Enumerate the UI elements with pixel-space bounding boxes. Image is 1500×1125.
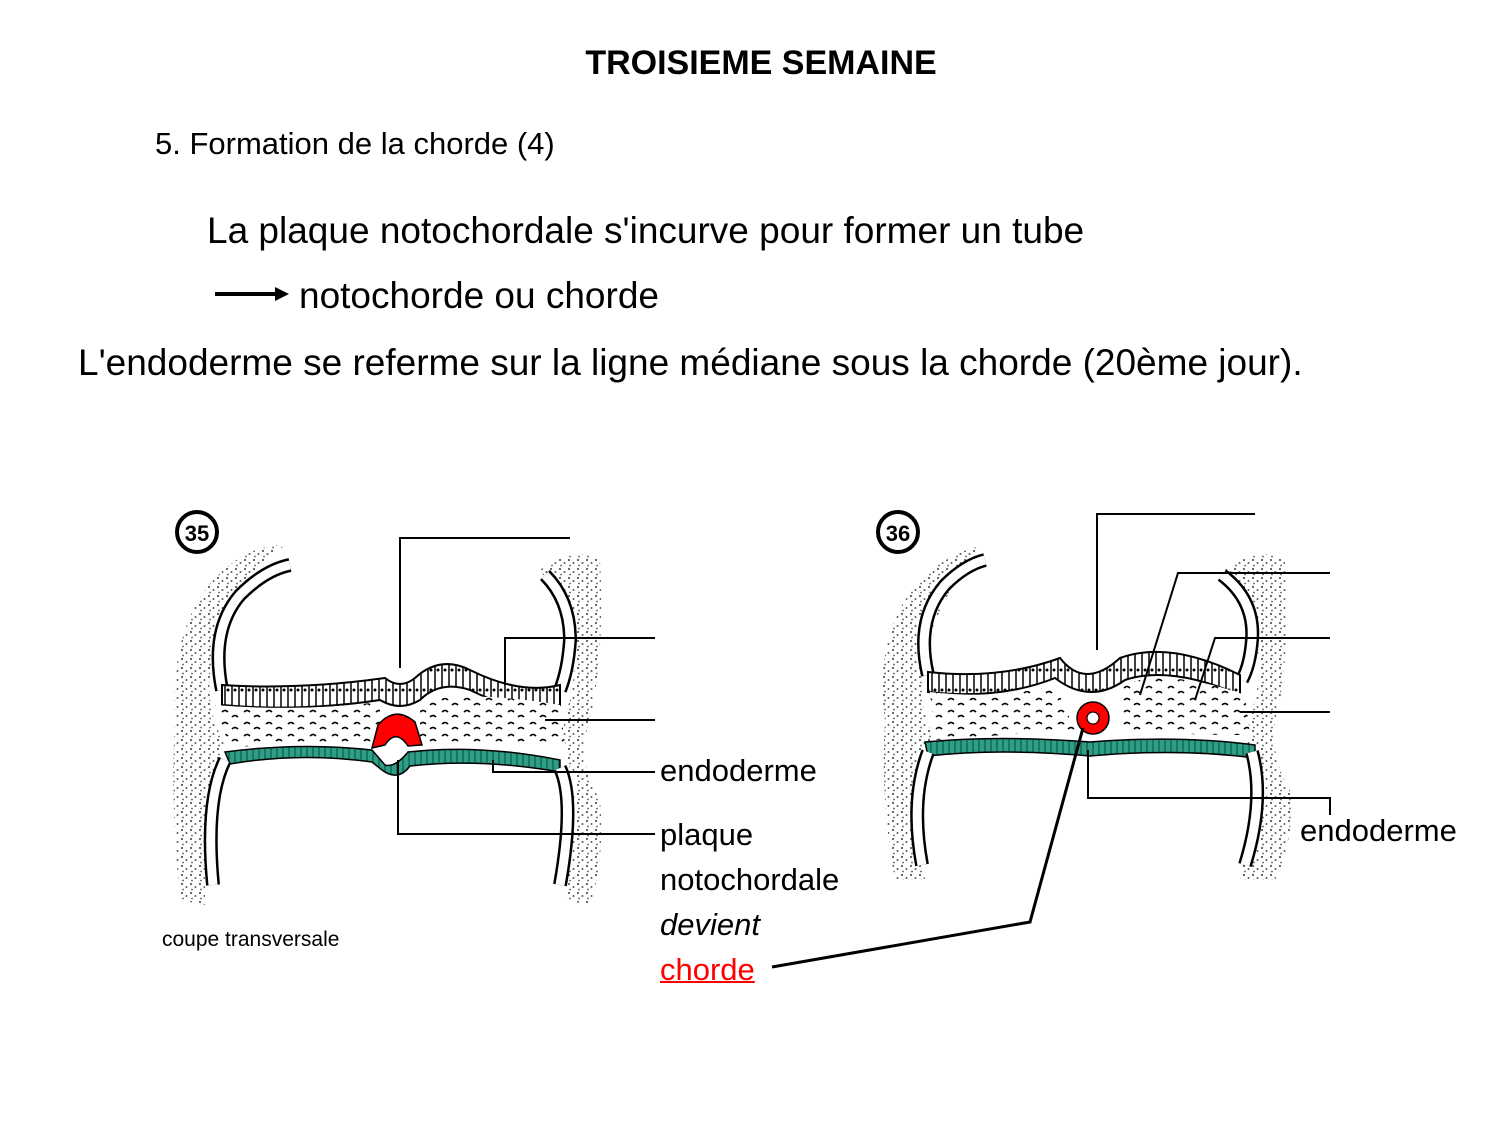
text-line-endoderme: L'endoderme se referme sur la ligne médi… [78,342,1303,383]
right-mesoderm-36 [1120,678,1250,735]
left-mesoderm [215,702,380,748]
figure-35-number: 35 [185,521,209,546]
label-group-plaque: plaque notochordale devient chorde [660,812,839,992]
figure-35: 35 [173,510,655,905]
label-devient: devient [660,907,760,942]
endoderm-layer [223,745,561,776]
figure-caption: coupe transversale [162,928,340,951]
right-extraembryonic-mesoderm [540,554,602,905]
label-endoderme-36: endoderme [1300,813,1457,848]
figure-36: 36 [771,510,1331,969]
label-notochordale: notochordale [660,862,840,897]
label-endoderme-35: endoderme [660,753,817,788]
figure-36-number-badge [876,510,920,554]
left-mesoderm-36 [930,685,1075,740]
section-subtitle: 5. Formation de la chorde (4) [155,126,555,161]
right-mesoderm [420,696,565,745]
figure-36-number: 36 [886,521,910,546]
endoderm-layer-36 [924,737,1256,759]
text-line-plaque: La plaque notochordale s'incurve pour fo… [207,210,1085,251]
label-plaque: plaque [660,817,754,852]
notochordal-plate [370,713,423,750]
left-extraembryonic-mesoderm-36 [882,545,985,880]
chorde-connector-line [771,727,1085,969]
right-arrow-icon [215,287,289,301]
label-chorde: chorde [660,952,755,987]
text-line-notochorde: notochorde ou chorde [299,275,659,316]
page-title: TROISIEME SEMAINE [585,44,937,82]
figure-35-number-badge [175,510,219,554]
left-extraembryonic-mesoderm [173,545,285,905]
